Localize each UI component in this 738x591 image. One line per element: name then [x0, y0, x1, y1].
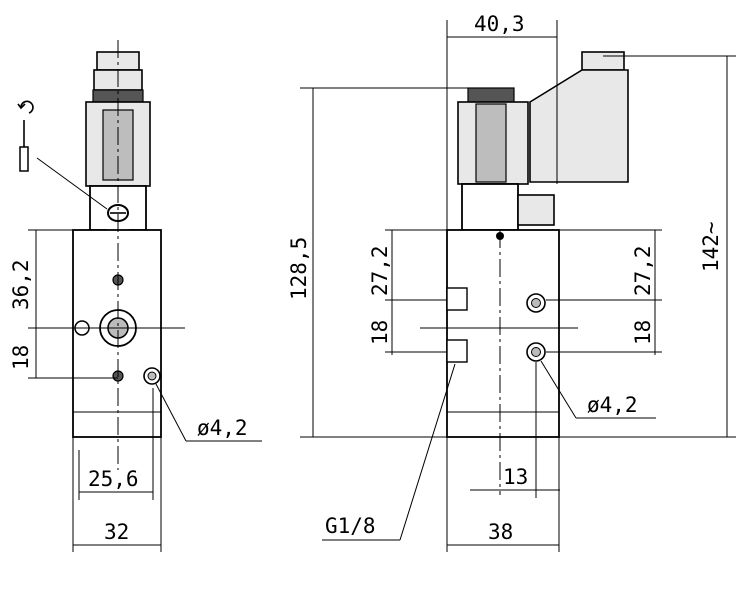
- side-port-upper: [446, 287, 468, 311]
- side-knob: [467, 87, 515, 103]
- side-port-lower: [446, 339, 468, 363]
- dim-side-40-3: 40,3: [474, 12, 525, 36]
- dim-side-hole-diameter: ø4,2: [587, 393, 638, 417]
- dim-side-128-5: 128,5: [287, 237, 311, 300]
- dim-side-left-18: 18: [368, 320, 392, 345]
- front-view: 36,2 18 ø4,2 25,6 32: [9, 40, 262, 552]
- dim-front-18: 18: [9, 345, 33, 370]
- override-leader: [36, 157, 108, 210]
- dim-side-142: 142~: [699, 221, 723, 272]
- dim-front-32: 32: [104, 520, 129, 544]
- dim-side-right-27-2: 27,2: [631, 245, 655, 296]
- dim-side-13: 13: [503, 465, 528, 489]
- side-view: 40,3 128,5 27,2 18 27,2 18 142~ ø4,2 13: [287, 12, 736, 552]
- side-connector-nut: [581, 51, 625, 71]
- screwdriver-icon: [19, 120, 29, 172]
- dim-side-g18: G1/8: [325, 514, 376, 538]
- dim-side-left-27-2: 27,2: [368, 245, 392, 296]
- dim-front-25-6: 25,6: [88, 467, 139, 491]
- side-armature-block: [461, 183, 519, 231]
- side-valve-body: [446, 229, 560, 438]
- dim-front-hole-diameter: ø4,2: [197, 416, 248, 440]
- rotation-arrow-icon: [17, 100, 34, 114]
- dim-side-38: 38: [488, 520, 513, 544]
- side-connector: [529, 69, 629, 183]
- side-plug: [517, 194, 555, 226]
- dim-side-right-18: 18: [631, 320, 655, 345]
- dim-front-36-2: 36,2: [9, 259, 33, 310]
